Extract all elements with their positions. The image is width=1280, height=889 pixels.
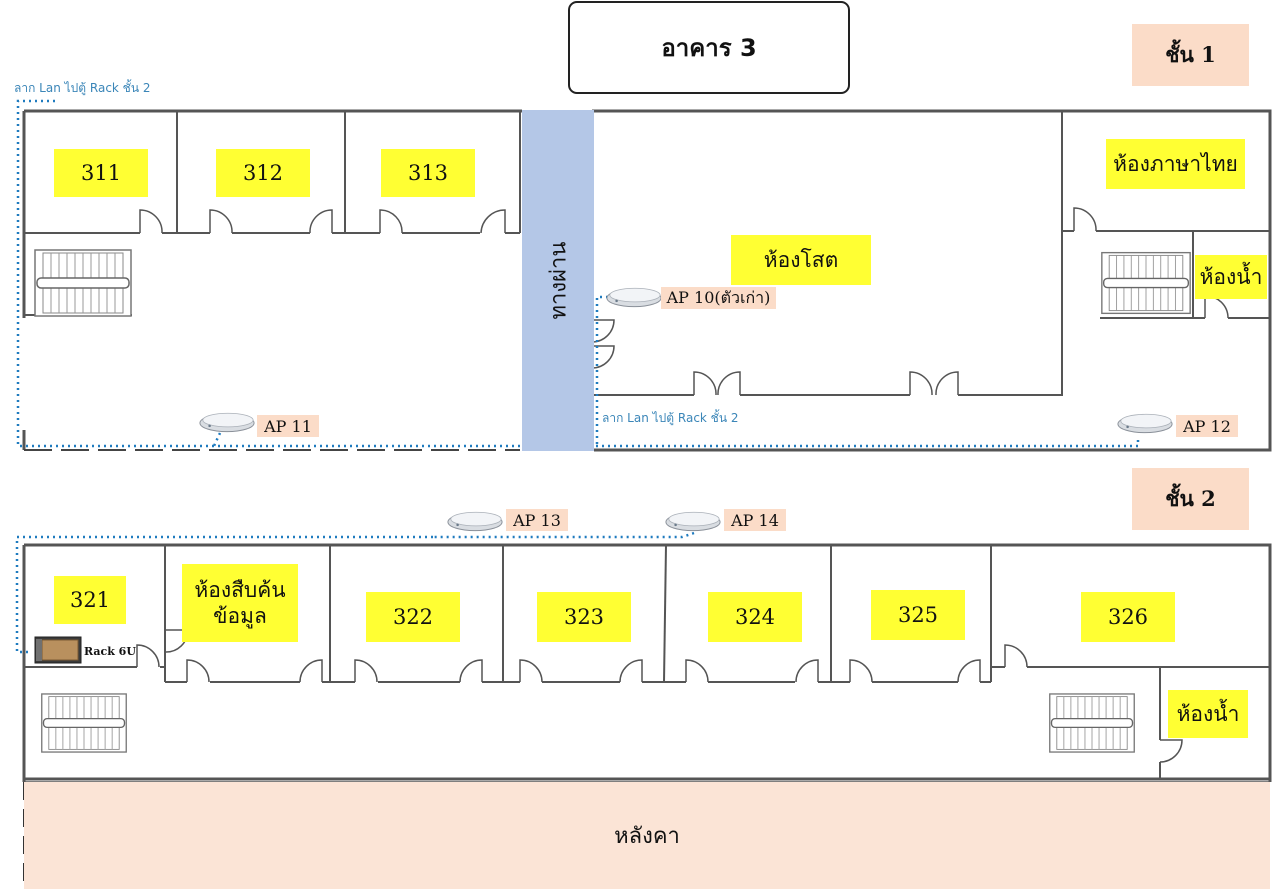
room-audio-visual: ห้องโสต [731, 235, 871, 285]
ap-14-label: AP 14 [724, 509, 786, 531]
floor-1-walls [22, 109, 1272, 452]
room-325: 325 [871, 590, 965, 640]
corridor-label: ทางผ่าน [522, 110, 594, 451]
room-toilet-floor-2: ห้องน้ำ [1168, 690, 1248, 738]
room-313: 313 [381, 149, 475, 197]
building-title: อาคาร 3 [568, 1, 850, 94]
rack-cabinet-icon [34, 636, 82, 664]
corridor [522, 110, 594, 451]
room-312: 312 [216, 149, 310, 197]
room-322: 322 [366, 592, 460, 642]
room-thai-language: ห้องภาษาไทย [1106, 139, 1245, 189]
stairs-icon [1048, 692, 1136, 754]
ap-11-label: AP 11 [257, 415, 319, 437]
ap-10-label: AP 10(ตัวเก่า) [661, 287, 776, 309]
corridor-text: ทางผ่าน [546, 241, 572, 320]
access-point-icon [606, 287, 662, 308]
ap-13-label: AP 13 [506, 509, 568, 531]
stairs-icon [40, 692, 128, 754]
access-point-icon [447, 511, 503, 532]
stairs-icon [34, 249, 132, 317]
roof-label: หลังคา [614, 824, 680, 849]
door-swing-icon [139, 207, 1229, 396]
room-326: 326 [1081, 592, 1175, 642]
access-point-icon [1117, 413, 1173, 434]
room-324: 324 [708, 592, 802, 642]
room-323: 323 [537, 592, 631, 642]
room-321: 321 [54, 576, 126, 624]
access-point-icon [199, 412, 255, 433]
roof-area: หลังคา [24, 782, 1270, 889]
lan-cable [15, 99, 1140, 654]
lan-note-top-left: ลาก Lan ไปตู้ Rack ชั้น 2 [14, 81, 151, 95]
floor-2-tag: ชั้น 2 [1132, 468, 1249, 530]
room-research: ห้องสืบค้น ข้อมูล [182, 564, 298, 642]
lan-note-center: ลาก Lan ไปตู้ Rack ชั้น 2 [602, 411, 739, 425]
floor-1-tag: ชั้น 1 [1132, 24, 1249, 86]
room-311: 311 [54, 149, 148, 197]
access-point-icon [665, 511, 721, 532]
rack-label: Rack 6U [84, 645, 136, 658]
ap-12-label: AP 12 [1176, 415, 1238, 437]
stairs-icon [1101, 251, 1191, 315]
door-swing-icon [136, 629, 1183, 763]
room-toilet-floor-1: ห้องน้ำ [1195, 255, 1267, 299]
